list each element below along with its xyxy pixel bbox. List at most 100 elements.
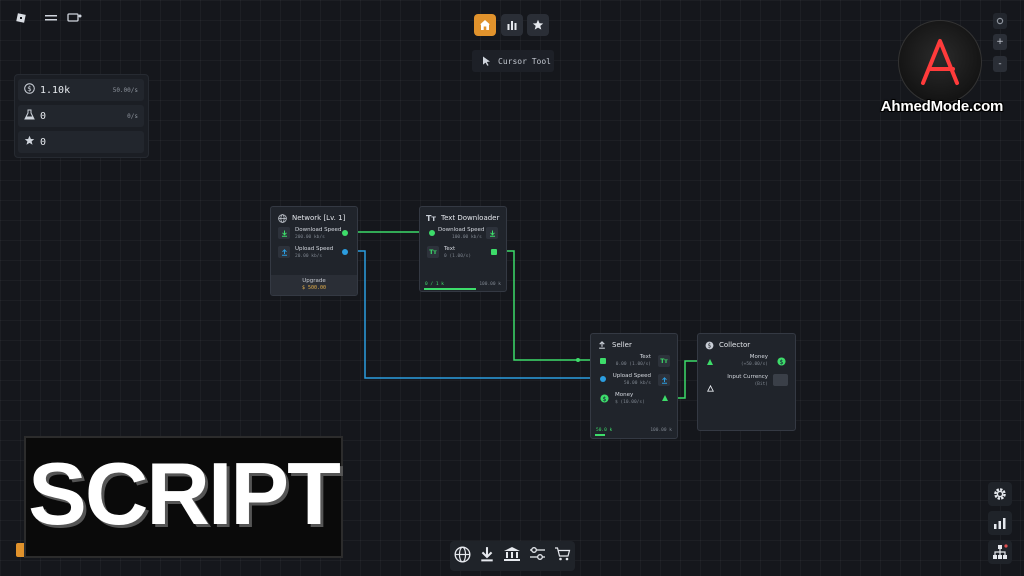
seller-node-title: Seller bbox=[612, 341, 632, 349]
text-downloader-node-title: Text Downloader bbox=[441, 214, 500, 222]
research-value: 0 bbox=[40, 110, 47, 122]
money-value: 1.10k bbox=[40, 84, 71, 96]
network-node-header: Network [Lv. 1] bbox=[276, 211, 345, 225]
home-icon bbox=[480, 20, 490, 30]
stats-button[interactable] bbox=[501, 14, 523, 36]
text-downloader-download-port[interactable] bbox=[429, 230, 435, 236]
cursor-icon bbox=[483, 56, 490, 66]
upgrade-cost: $ 500.00 bbox=[301, 285, 327, 291]
collector-input-value: (Bit) bbox=[754, 382, 768, 387]
settings-small-button[interactable] bbox=[993, 13, 1007, 29]
home-button[interactable] bbox=[474, 14, 496, 36]
seller-money-port[interactable] bbox=[662, 395, 668, 401]
sitemap-icon bbox=[993, 544, 1008, 559]
text-downloader-node-header: Tт Text Downloader bbox=[425, 211, 499, 225]
zoom-in-button[interactable]: + bbox=[993, 34, 1007, 50]
network-node-title: Network [Lv. 1] bbox=[292, 214, 346, 222]
watermark-text: AhmedMode.com bbox=[880, 98, 1004, 115]
network-upload-port[interactable] bbox=[342, 249, 348, 255]
network-download-label: Download Speed bbox=[295, 227, 342, 233]
resource-panel: $ 1.10k 50.00/s 0 0/s 0 bbox=[14, 74, 149, 158]
seller-node[interactable]: Seller Text 0.00 (1.00/s) Tт Upload Spee… bbox=[590, 333, 678, 439]
collector-node-header: $ Collector bbox=[703, 338, 750, 352]
seller-text-port[interactable] bbox=[600, 358, 606, 364]
money-rate: 50.00/s bbox=[112, 86, 138, 94]
seller-upload-port[interactable] bbox=[600, 376, 606, 382]
text-downloader-text-port[interactable] bbox=[491, 249, 497, 255]
zoom-out-button[interactable]: - bbox=[993, 56, 1007, 72]
download-arrow-icon bbox=[486, 227, 498, 239]
seller-progress-bar bbox=[595, 434, 605, 436]
text-downloader-storage: 0 / 1 k bbox=[425, 282, 444, 287]
star-icon bbox=[532, 19, 544, 30]
text-downloader-text-label: Text bbox=[444, 246, 456, 252]
network-node[interactable]: Network [Lv. 1] Download Speed 200.00 kb… bbox=[270, 206, 358, 296]
upload-icon bbox=[596, 339, 608, 351]
collector-money-port[interactable] bbox=[707, 359, 713, 365]
stars-value: 0 bbox=[40, 136, 47, 148]
bar-chart-icon bbox=[994, 518, 1006, 529]
collector-node[interactable]: $ Collector Money (+50.00/s) $ Input Cur… bbox=[697, 333, 796, 431]
shopping-cart-icon[interactable] bbox=[554, 546, 571, 566]
input-currency-selector[interactable] bbox=[773, 374, 788, 386]
script-banner-text: SCRIPT bbox=[28, 444, 341, 543]
chat-icon[interactable] bbox=[67, 12, 83, 28]
menu-icon[interactable] bbox=[44, 12, 58, 28]
network-upload-label: Upload Speed bbox=[295, 246, 334, 252]
wire-text[interactable] bbox=[498, 250, 598, 361]
collector-node-title: Collector bbox=[719, 341, 751, 349]
text-downloader-download-label: Download Speed bbox=[438, 227, 485, 233]
money-stat: $ 1.10k 50.00/s bbox=[18, 79, 144, 101]
sliders-icon[interactable] bbox=[529, 546, 546, 566]
money-coin-icon: $ bbox=[775, 355, 787, 367]
bar-chart-icon bbox=[507, 21, 517, 30]
globe-icon[interactable] bbox=[454, 546, 471, 567]
research-rate: 0/s bbox=[127, 112, 138, 120]
svg-text:$: $ bbox=[707, 343, 711, 349]
seller-money-value: $ (10.00/s) bbox=[615, 400, 645, 405]
star-icon bbox=[18, 135, 40, 149]
seller-capacity: 100.00 k bbox=[650, 428, 672, 433]
gear-icon bbox=[996, 17, 1004, 25]
build-toolbar bbox=[450, 541, 575, 571]
seller-upload-value: 50.00 kb/s bbox=[623, 381, 651, 386]
network-download-port[interactable] bbox=[342, 230, 348, 236]
statistics-button[interactable] bbox=[988, 511, 1012, 535]
collector-money-label: Money bbox=[749, 354, 768, 360]
text-downloader-text-value: 0 (1.00/s) bbox=[444, 254, 472, 259]
network-upload-value: 20.00 kb/s bbox=[295, 254, 323, 259]
script-banner: SCRIPT bbox=[24, 436, 343, 558]
download-icon[interactable] bbox=[479, 546, 495, 566]
text-downloader-download-value: 100.00 kb/s bbox=[452, 235, 482, 240]
text-downloader-node[interactable]: Tт Text Downloader Download Speed 100.00… bbox=[419, 206, 507, 292]
network-download-value: 200.00 kb/s bbox=[295, 235, 325, 240]
settings-button[interactable] bbox=[988, 482, 1012, 506]
svg-text:$: $ bbox=[602, 396, 606, 402]
upgrade-label: Upgrade bbox=[302, 278, 326, 284]
dollar-icon: $ bbox=[18, 83, 40, 97]
roblox-logo-icon[interactable] bbox=[15, 12, 27, 28]
seller-storage: 50.0 k bbox=[596, 428, 613, 433]
bank-icon[interactable] bbox=[503, 546, 521, 566]
collector-money-value: (+50.00/s) bbox=[740, 362, 768, 367]
seller-text-label: Text bbox=[639, 354, 651, 360]
globe-icon bbox=[276, 212, 288, 224]
input-currency-triangle-icon bbox=[706, 377, 715, 396]
text-downloader-capacity: 100.00 k bbox=[479, 282, 501, 287]
svg-text:$: $ bbox=[27, 85, 31, 93]
collector-input-label: Input Currency bbox=[727, 374, 768, 380]
text-type-icon: Tт bbox=[427, 246, 439, 258]
text-type-icon: Tт bbox=[425, 213, 437, 223]
upload-arrow-icon bbox=[278, 246, 290, 258]
research-stat: 0 0/s bbox=[18, 105, 144, 127]
money-coin-icon: $ bbox=[598, 392, 610, 404]
stars-stat: 0 bbox=[18, 131, 144, 153]
upload-arrow-icon bbox=[658, 374, 670, 386]
seller-money-label: Money bbox=[615, 392, 634, 398]
seller-node-header: Seller bbox=[596, 338, 632, 352]
favorites-button[interactable] bbox=[527, 14, 549, 36]
ahmedmode-logo bbox=[898, 20, 982, 104]
network-upgrade-button[interactable]: Upgrade $ 500.00 bbox=[271, 275, 357, 295]
sitemap-button[interactable] bbox=[988, 540, 1012, 564]
svg-text:$: $ bbox=[779, 359, 783, 365]
